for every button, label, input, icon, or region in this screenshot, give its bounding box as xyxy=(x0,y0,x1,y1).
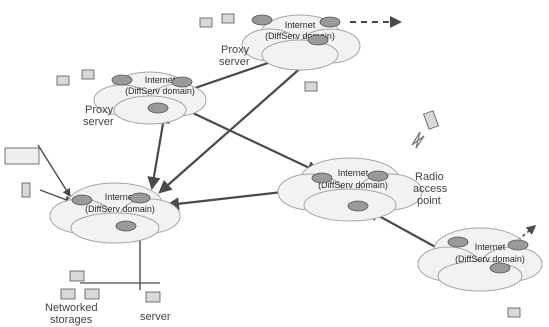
link-top-mid xyxy=(158,57,313,194)
computer-icon xyxy=(221,13,235,24)
cloud-lower-right: Internet (DiffServ domain) xyxy=(417,227,543,292)
storage-icon xyxy=(60,288,76,300)
cloud-lower-line2: (DiffServ domain) xyxy=(85,204,155,214)
computer-icon xyxy=(81,69,95,80)
cloud-right-line2: (DiffServ domain) xyxy=(455,254,525,264)
proxy-top-label-1: Proxy xyxy=(221,44,250,56)
proxy-top-label-2: server xyxy=(219,56,250,68)
routers xyxy=(71,14,529,274)
link-pc-left xyxy=(37,144,71,198)
storage-icon xyxy=(69,270,85,282)
cloud-left-line1: Internet xyxy=(145,75,176,85)
link-left-mid xyxy=(177,105,320,174)
router-icon xyxy=(507,239,529,251)
proxy-left-label-2: server xyxy=(83,116,114,128)
storage-icon xyxy=(84,288,100,300)
computer-icon xyxy=(56,75,70,86)
router-icon xyxy=(489,262,511,274)
cloud-mid-line1: Internet xyxy=(338,168,369,178)
router-icon xyxy=(71,194,93,206)
link-left-lower xyxy=(147,109,170,191)
router-icon xyxy=(319,16,341,28)
link-pc-lower xyxy=(39,189,74,204)
router-icon xyxy=(251,14,273,26)
cloud-lower-line1: Internet xyxy=(105,192,136,202)
radio-label-3: point xyxy=(417,195,441,207)
cloud-top-line2: (DiffServ domain) xyxy=(265,31,335,41)
pda-icon xyxy=(423,110,439,130)
cloud-right-line1: Internet xyxy=(475,242,506,252)
hosts xyxy=(4,13,521,318)
router-icon xyxy=(171,76,193,88)
links xyxy=(37,16,537,290)
storages-label-1: Networked xyxy=(45,302,98,314)
radio-signal-icon xyxy=(411,131,425,149)
storages-label-2: storages xyxy=(50,314,93,326)
radio-label-2: access xyxy=(413,183,448,195)
server-label: server xyxy=(140,311,171,323)
cloud-mid-right: Internet (DiffServ domain) xyxy=(277,157,423,222)
router-icon xyxy=(147,102,169,114)
router-icon xyxy=(307,34,329,46)
link-right-external xyxy=(517,224,537,241)
router-icon xyxy=(447,236,469,248)
router-icon xyxy=(311,172,333,184)
router-icon xyxy=(111,74,133,86)
cloud-top: Internet (DiffServ domain) xyxy=(241,14,361,71)
radio-label-1: Radio xyxy=(415,171,444,183)
cloud-mid-line2: (DiffServ domain) xyxy=(318,180,388,190)
router-icon xyxy=(115,220,137,232)
cloud-top-line1: Internet xyxy=(285,20,316,30)
router-icon xyxy=(367,170,389,182)
router-icon xyxy=(347,200,369,212)
router-icon xyxy=(129,192,151,204)
computer-icon xyxy=(507,307,521,318)
computer-icon xyxy=(304,81,318,92)
document-icon xyxy=(4,147,40,165)
computer-icon xyxy=(199,17,213,28)
phone-icon xyxy=(21,182,31,198)
computer-icon xyxy=(145,291,161,303)
proxy-left-label-1: Proxy xyxy=(85,104,114,116)
cloud-left-line2: (DiffServ domain) xyxy=(125,86,195,96)
